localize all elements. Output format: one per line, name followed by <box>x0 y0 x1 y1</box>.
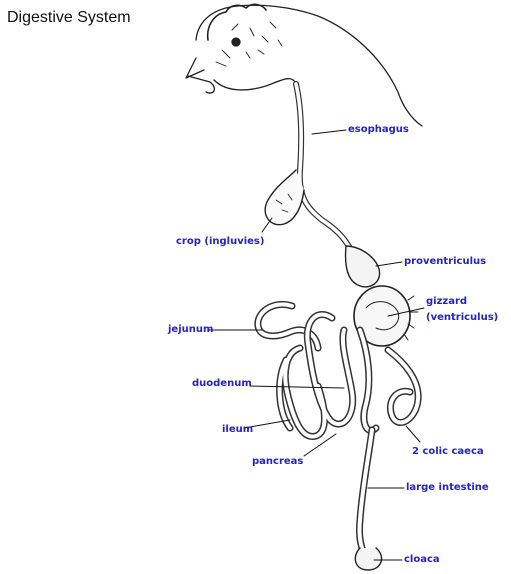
head-feathers <box>216 22 282 66</box>
leader-esophagus <box>312 130 346 134</box>
proventriculus-organ <box>346 246 380 287</box>
label-proventriculus: proventriculus <box>404 256 486 268</box>
label-duodenum: duodenum <box>192 378 252 390</box>
label-esophagus: esophagus <box>348 124 409 136</box>
label-pancreas: pancreas <box>252 456 303 468</box>
label-large-intestine: large intestine <box>406 482 489 494</box>
label-ileum: ileum <box>222 424 253 436</box>
label-colic-caeca: 2 colic caeca <box>412 446 484 458</box>
chicken-head <box>196 5 422 126</box>
label-cloaca: cloaca <box>404 554 440 566</box>
label-gizzard: gizzard <box>426 296 467 308</box>
eye <box>232 38 240 46</box>
crop-organ <box>265 170 304 225</box>
leader-duodenum <box>250 386 344 388</box>
comb <box>208 4 266 40</box>
neck-outline <box>214 79 296 90</box>
leader-caeca <box>406 426 420 442</box>
label-crop: crop (ingluvies) <box>176 236 264 248</box>
leader-crop <box>262 218 272 232</box>
label-jejunum: jejunum <box>168 324 213 336</box>
cloaca-organ <box>355 548 381 570</box>
label-gizzard-sub: (ventriculus) <box>426 312 498 324</box>
beak <box>186 58 214 93</box>
leader-proventriculus <box>376 262 402 266</box>
esophagus-tube <box>296 84 352 252</box>
